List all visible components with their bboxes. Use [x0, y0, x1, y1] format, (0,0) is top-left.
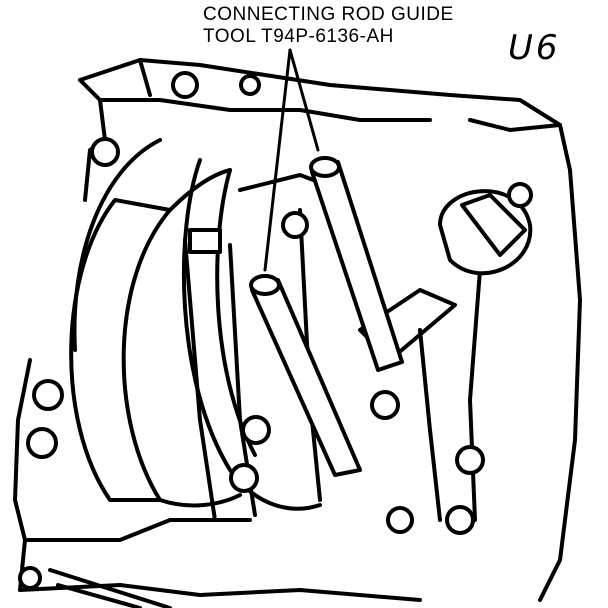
bolt [386, 506, 414, 534]
bolt [445, 505, 475, 535]
callout-label-line2: TOOL T94P-6136-AH [203, 26, 394, 47]
bolt [26, 427, 58, 459]
crank-counterweight-left [69, 138, 242, 508]
connecting-rod-right [358, 189, 533, 522]
bolt [171, 71, 199, 99]
callout-leader-lines [263, 48, 320, 272]
bolt [32, 379, 64, 411]
bolts [18, 71, 533, 590]
bolt [370, 390, 400, 420]
bolt [241, 415, 271, 445]
bolt [229, 463, 259, 493]
callout-label-line1: CONNECTING ROD GUIDE [203, 4, 454, 25]
bolt [507, 182, 533, 208]
bolt [281, 211, 309, 239]
bolt [239, 74, 261, 96]
bolt [18, 566, 42, 590]
engine-block-outline [13, 58, 582, 602]
bolt [90, 137, 120, 167]
guide-tool-rod-right [309, 156, 404, 372]
wrench-handle [48, 568, 172, 608]
reference-code: U6 [508, 28, 561, 68]
bolt [455, 445, 485, 475]
guide-tool-rod-left [249, 274, 362, 477]
